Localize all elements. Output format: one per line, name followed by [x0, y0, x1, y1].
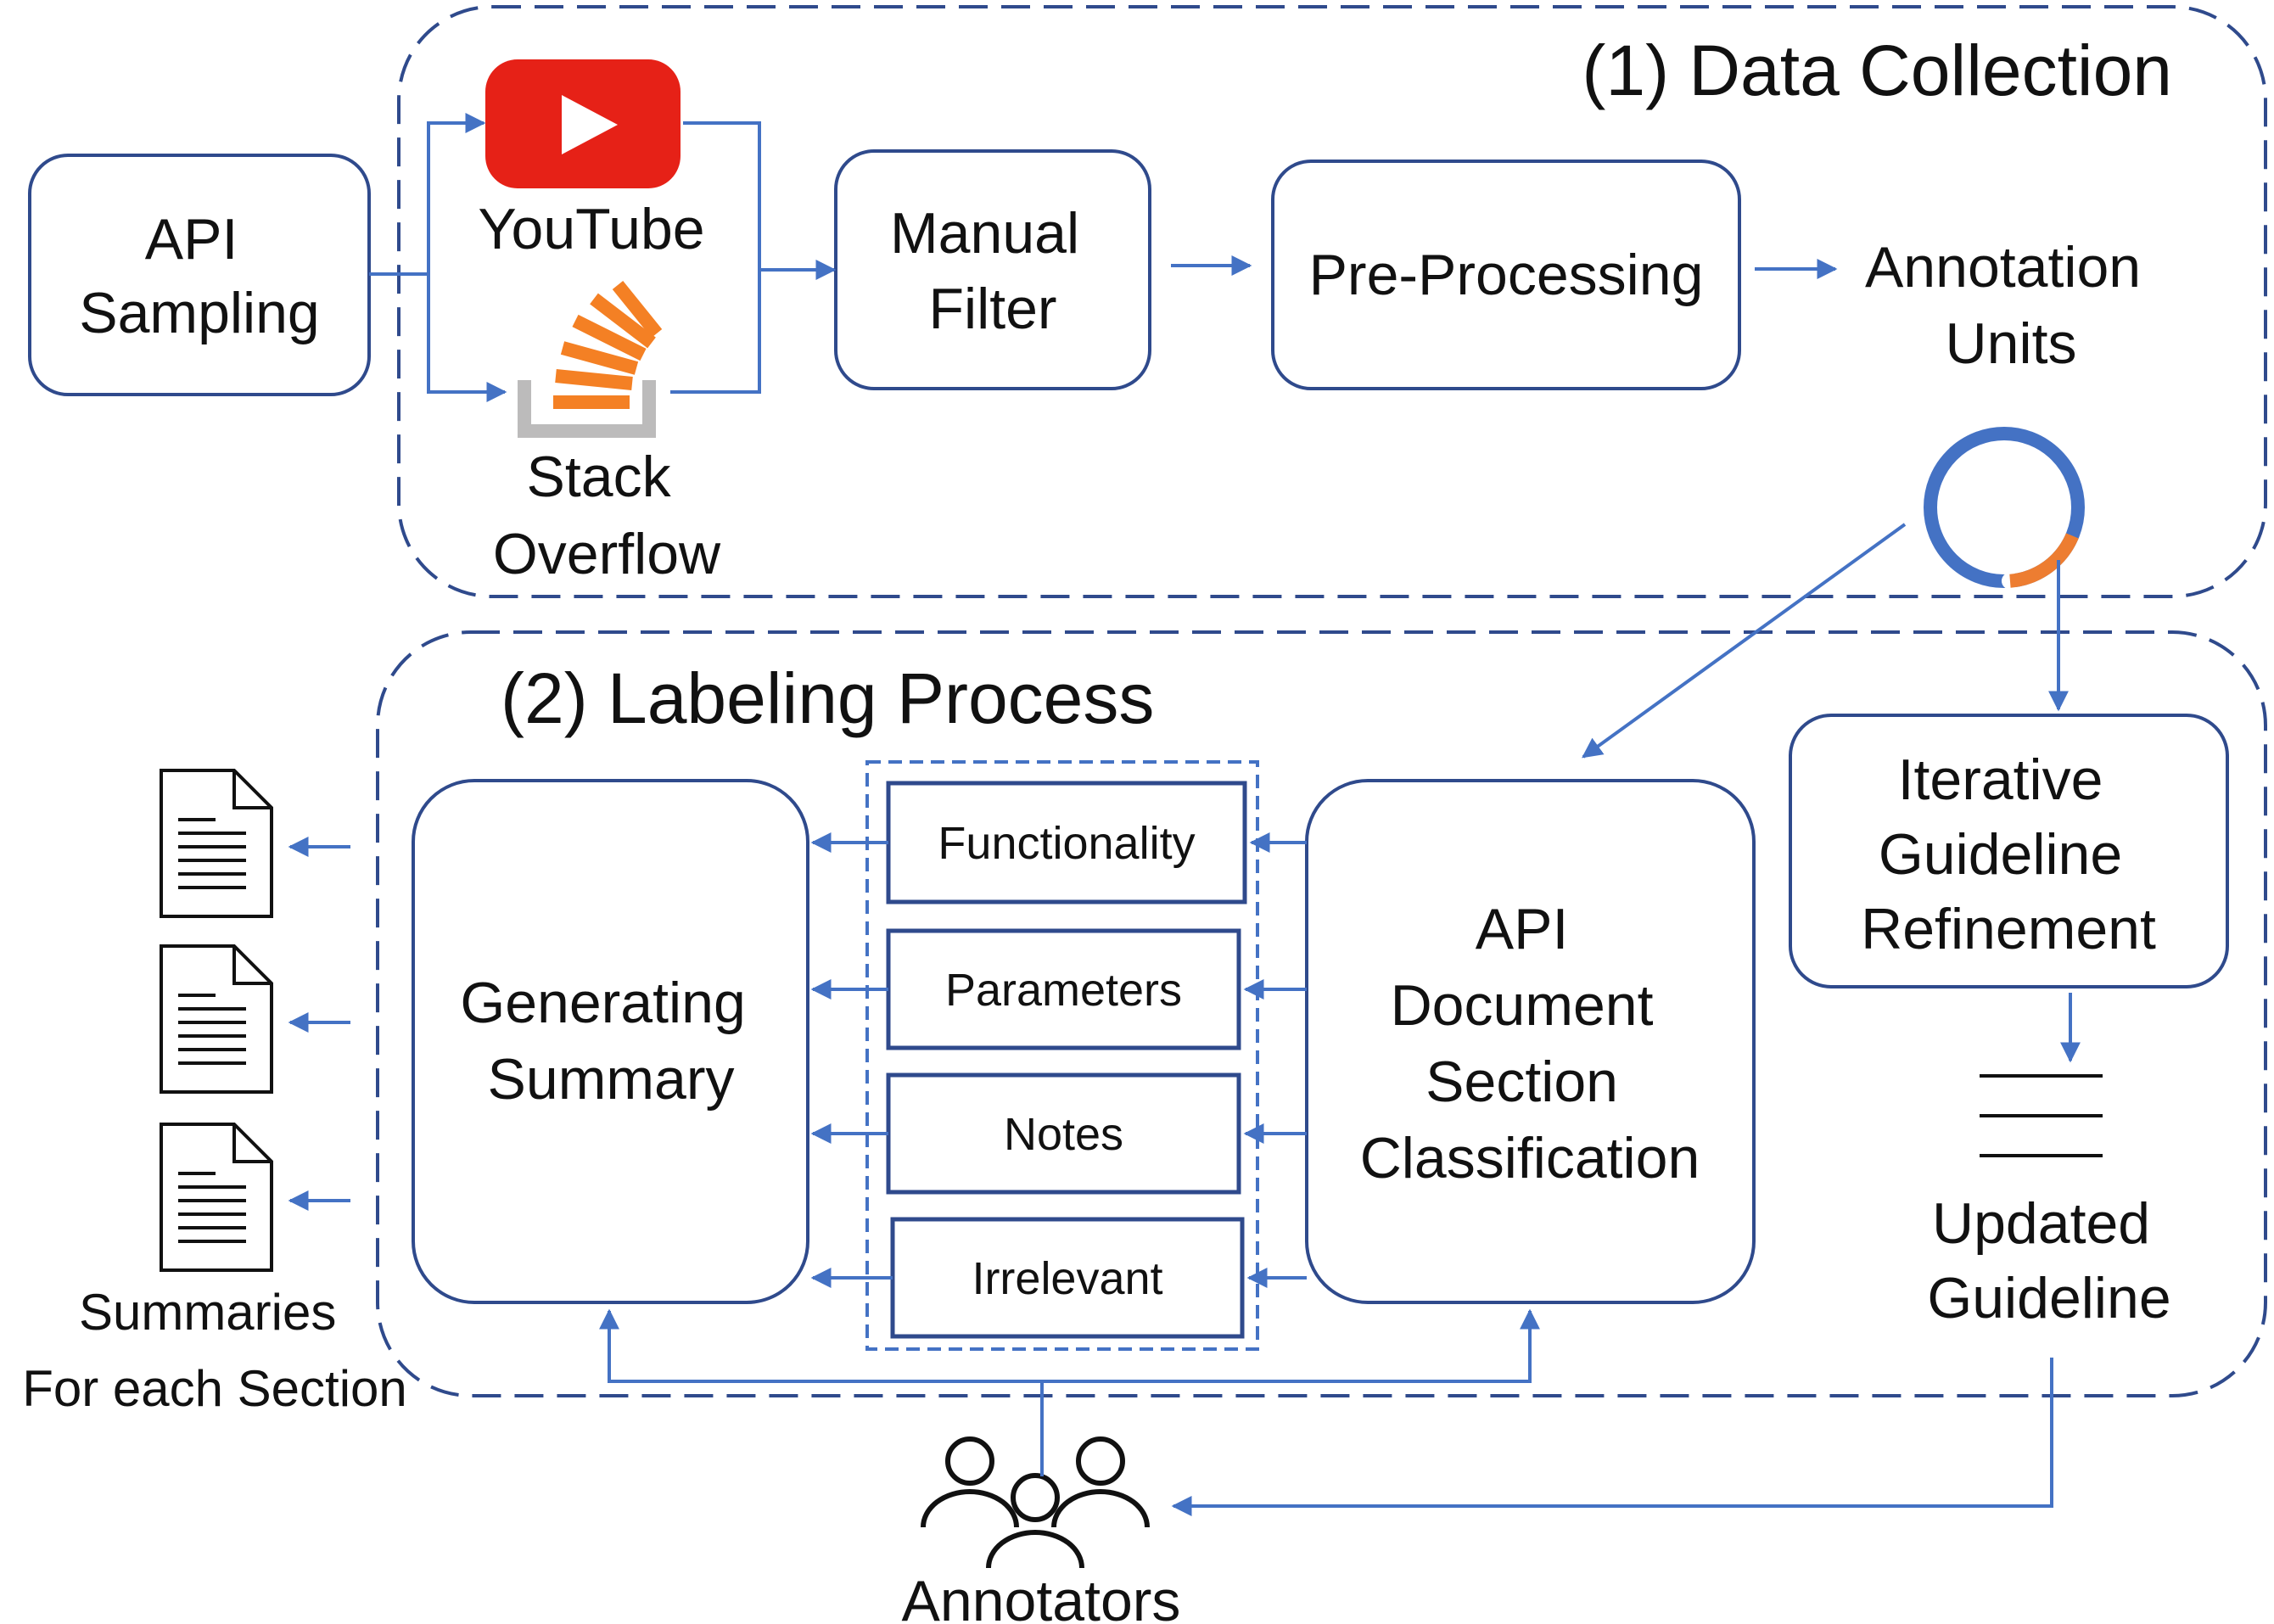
people-group-icon — [921, 1436, 1150, 1569]
annotators-label: Annotators — [902, 1569, 1181, 1624]
category-notes-label: Notes — [1004, 1109, 1123, 1160]
api-to-youtube-arrow — [369, 113, 486, 276]
generating-summary-label: Generating Summary — [460, 971, 761, 1112]
stack-overflow-logo-icon — [518, 280, 663, 438]
classification-label: API Document Section Classification — [1360, 897, 1700, 1190]
document-icon — [160, 1123, 273, 1272]
api-to-stackoverflow-arrow — [427, 274, 507, 402]
youtube-logo-icon — [485, 59, 681, 188]
guideline-lines-icon — [1980, 1074, 2103, 1157]
annotation-units-label: Annotation Units — [1865, 235, 2157, 376]
categories-group — [865, 760, 1259, 1351]
stack-overflow-label: Stack Overflow — [493, 445, 721, 586]
connectors — [369, 113, 2081, 1516]
youtube-to-merge-line — [670, 121, 761, 394]
labeling-process-region — [376, 630, 2267, 1397]
category-parameters-label: Parameters — [945, 965, 1182, 1016]
category-functionality-box — [886, 781, 1247, 904]
classification-box — [1305, 779, 1756, 1304]
youtube-label: YouTube — [478, 197, 704, 261]
annotators-to-classification-arrow — [1042, 1308, 1540, 1383]
generating-summary-box — [412, 779, 809, 1304]
pre-processing-box — [1271, 160, 1741, 390]
labeling-process-title: (2) Labeling Process — [501, 658, 1154, 738]
api-sampling-box — [28, 154, 371, 396]
annotators-to-summary-arrow — [599, 1308, 1044, 1476]
manual-filter-label: Manual Filter — [890, 201, 1095, 341]
document-icon — [160, 944, 273, 1094]
donut-progress-icon — [1924, 427, 2085, 590]
updated-guideline-label: Updated Guideline — [1927, 1191, 2170, 1330]
pre-processing-label: Pre-Processing — [1309, 243, 1704, 307]
data-collection-title: (1) Data Collection — [1582, 31, 2172, 110]
category-notes-box — [886, 1072, 1241, 1195]
units-to-classification-arrow — [1582, 523, 1907, 759]
category-irrelevant-box — [890, 1217, 1245, 1339]
summaries-label: Summaries For each Section — [22, 1284, 407, 1417]
api-sampling-label: API Sampling — [79, 207, 320, 345]
iterative-refinement-box — [1789, 714, 2229, 988]
category-functionality-label: Functionality — [938, 818, 1195, 869]
category-parameters-box — [886, 928, 1241, 1050]
category-irrelevant-label: Irrelevant — [972, 1253, 1162, 1304]
iterative-refinement-label: Iterative Guideline Refinement — [1861, 748, 2156, 961]
manual-filter-box — [834, 149, 1151, 390]
guideline-to-annotators-arrow — [1171, 1358, 2053, 1516]
document-icon — [160, 769, 273, 918]
